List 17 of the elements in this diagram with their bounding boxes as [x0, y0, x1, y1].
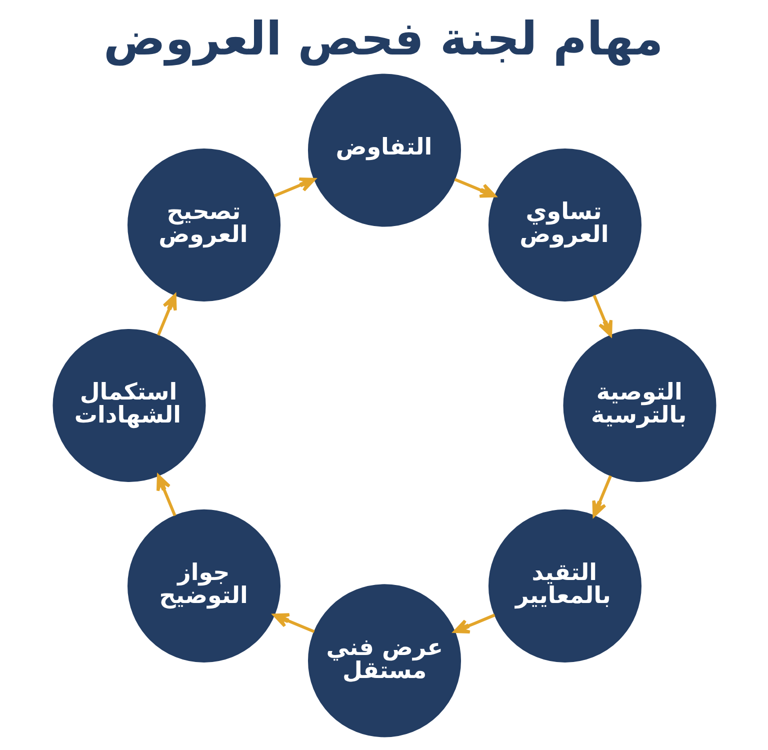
arrow — [454, 178, 496, 198]
arrow — [452, 614, 495, 634]
arrow — [273, 177, 316, 198]
node-circle: عرض فني مستقل — [307, 584, 461, 738]
node-circle: جواز التوضيح — [127, 509, 280, 662]
diagram-title: مهام لجنة فحص العروض — [102, 11, 663, 66]
node-circle: التقيد بالمعايير — [488, 509, 641, 662]
arrow — [592, 475, 612, 518]
node-circle: تصحيح العروض — [127, 148, 280, 302]
arrow — [156, 474, 176, 516]
node-circle: استكمال الشهادات — [52, 328, 206, 482]
arrow — [592, 294, 612, 337]
node-circle: تساوي العروض — [488, 148, 641, 302]
node-circle: التوصية بالترسية — [562, 328, 716, 482]
arrow — [156, 294, 176, 336]
node-circle: التفاوض — [307, 74, 461, 227]
arrow — [272, 613, 314, 633]
